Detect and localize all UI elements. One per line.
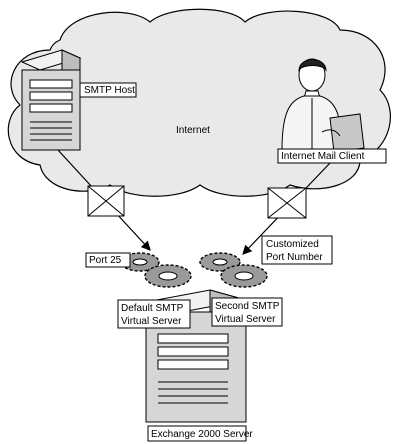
custom-port-label-2: Port Number (266, 252, 323, 263)
cloud-label: Internet (176, 125, 210, 136)
gear-icon (144, 264, 192, 288)
person-icon (281, 58, 365, 153)
mail-client-box (277, 148, 387, 164)
default-vs-box (117, 299, 191, 329)
second-vs-label-1: Second SMTP (215, 301, 280, 312)
port-25-box (85, 252, 131, 268)
default-vs-label-1: Default SMTP (121, 303, 184, 314)
default-vs-label-2: Virtual Server (121, 316, 182, 327)
envelope-icon (87, 185, 125, 217)
second-vs-box (211, 297, 283, 327)
custom-port-label-1: Customized (266, 239, 319, 250)
gear-icon (199, 252, 241, 272)
second-vs-label-2: Virtual Server (215, 314, 276, 325)
smtp-host-label: SMTP Host (84, 85, 135, 96)
gear-icon (220, 264, 268, 288)
custom-port-box (261, 235, 333, 265)
exchange-box (147, 425, 247, 442)
mail-client-label: Internet Mail Client (281, 151, 365, 162)
envelope-icon (267, 187, 307, 219)
smtp-host-box (79, 82, 137, 98)
exchange-label: Exchange 2000 Server (151, 429, 253, 440)
server-icon (20, 49, 82, 151)
port-25-label: Port 25 (89, 255, 122, 266)
